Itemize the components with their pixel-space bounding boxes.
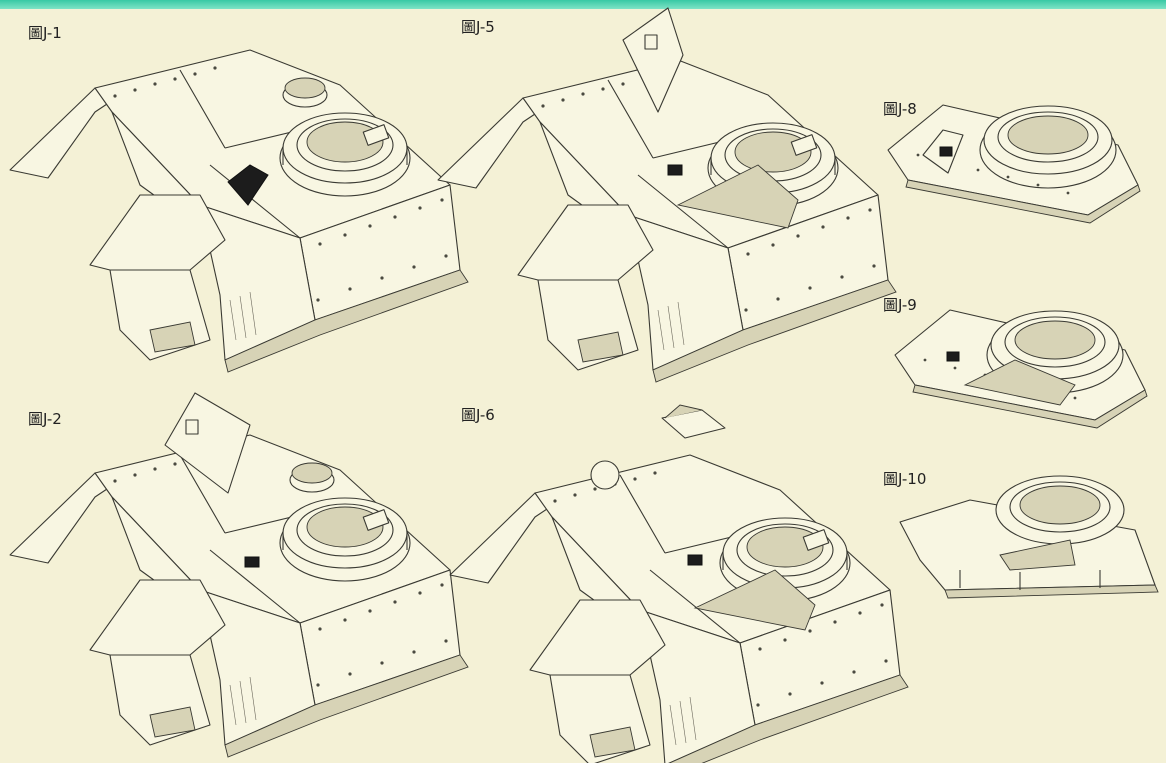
hatch-dark-shape: [667, 164, 683, 176]
top-accent-bar: [0, 0, 1166, 9]
raised-plate-shape: [164, 392, 251, 494]
figure-label-j9: 圖J-9: [883, 296, 917, 314]
hatch-dark-shape: [244, 556, 260, 568]
hatch-dark-shape: [946, 351, 960, 362]
base-plate-edge-shape: [944, 584, 1159, 599]
figure-label-j1: 圖J-1: [28, 24, 62, 42]
figure-label-j5: 圖J-5: [461, 18, 495, 36]
figure-j5-drawing: [437, 7, 897, 383]
figure-j1-drawing: [9, 49, 469, 373]
plate-handle-shape: [644, 34, 658, 50]
figure-label-j6: 圖J-6: [461, 406, 495, 424]
figure-j9-drawing: [894, 309, 1148, 429]
figure-label-j8: 圖J-8: [883, 100, 917, 118]
cupola-top-shape: [291, 462, 333, 484]
plate-handle-shape: [185, 419, 199, 435]
hatch-dark-shape: [687, 554, 703, 566]
turret-skirt-shape: [693, 569, 816, 631]
figure-j2-drawing: [9, 392, 469, 758]
roof-block-shape: [227, 164, 269, 206]
hatch-dark-shape: [939, 146, 953, 157]
periscope-top-shape: [664, 404, 703, 419]
turret-ring-inner-shape: [1009, 481, 1111, 533]
support-bracket-shape: [999, 539, 1076, 571]
turret-ring-well-shape: [1019, 485, 1101, 525]
figure-j6-drawing: [449, 404, 909, 763]
figure-label-j10: 圖J-10: [883, 470, 927, 488]
cupola-top-shape: [284, 77, 326, 99]
raised-plate-shape: [622, 7, 684, 113]
turret-skirt-shape: [963, 359, 1076, 406]
figure-j10-drawing: [899, 475, 1159, 599]
support-legs-shape: [959, 570, 1101, 590]
figure-label-j2: 圖J-2: [28, 410, 62, 428]
figure-j8-drawing: [887, 104, 1141, 224]
port-shape: [590, 460, 620, 490]
turret-skirt-shape: [676, 164, 799, 229]
